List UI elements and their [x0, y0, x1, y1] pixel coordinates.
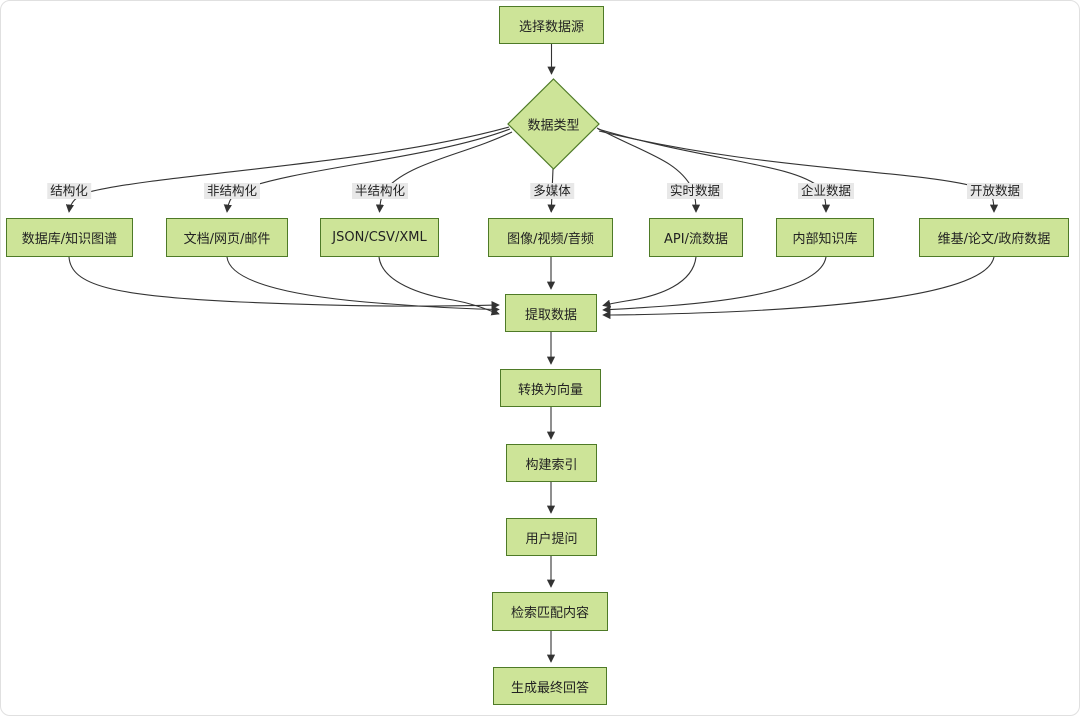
node-extract-data: 提取数据 — [505, 294, 597, 332]
edge-label-realtime: 实时数据 — [666, 183, 724, 199]
edge-label-open-data: 开放数据 — [966, 183, 1024, 199]
edge-realtime-to-extract — [602, 256, 697, 308]
edge-label-enterprise: 企业数据 — [797, 183, 855, 199]
node-image-video-audio: 图像/视频/音频 — [488, 218, 613, 257]
node-api-stream-data: API/流数据 — [649, 218, 743, 257]
edge-enterprise-to-extract — [602, 256, 827, 314]
edge-datatype-to-opendata — [598, 130, 999, 213]
node-internal-knowledge-base: 内部知识库 — [776, 218, 874, 257]
edge-datatype-to-realtime — [596, 127, 701, 213]
node-build-index: 构建索引 — [506, 444, 597, 482]
edge-datatype-to-semistructured — [375, 131, 513, 213]
node-docs-web-email: 文档/网页/邮件 — [166, 218, 288, 257]
edge-label-multimedia: 多媒体 — [530, 183, 574, 199]
node-select-data-source: 选择数据源 — [499, 6, 604, 44]
edge-datatype-to-unstructured — [223, 128, 511, 213]
edge-label-unstructured: 非结构化 — [203, 183, 261, 199]
node-data-type-label: 数据类型 — [527, 118, 580, 134]
edge-unstructured-to-extract — [226, 256, 500, 314]
edge-label-structured: 结构化 — [47, 183, 91, 199]
edge-datatype-to-enterprise — [597, 128, 831, 213]
edge-datatype-to-structured — [65, 126, 510, 213]
edge-semistructured-to-extract — [378, 256, 500, 316]
edge-label-semi-structured: 半结构化 — [351, 183, 409, 199]
node-generate-final-answer: 生成最终回答 — [493, 667, 607, 705]
node-convert-to-vectors: 转换为向量 — [500, 369, 601, 407]
node-retrieve-matching-content: 检索匹配内容 — [492, 592, 608, 631]
node-json-csv-xml: JSON/CSV/XML — [320, 218, 439, 257]
node-wiki-papers-gov-data: 维基/论文/政府数据 — [919, 218, 1069, 257]
edge-opendata-to-extract — [602, 256, 995, 320]
node-database-knowledge-graph: 数据库/知识图谱 — [6, 218, 133, 257]
decision-diamond-shape — [507, 78, 600, 170]
node-user-question: 用户提问 — [506, 518, 597, 556]
edge-structured-to-extract — [68, 256, 500, 310]
